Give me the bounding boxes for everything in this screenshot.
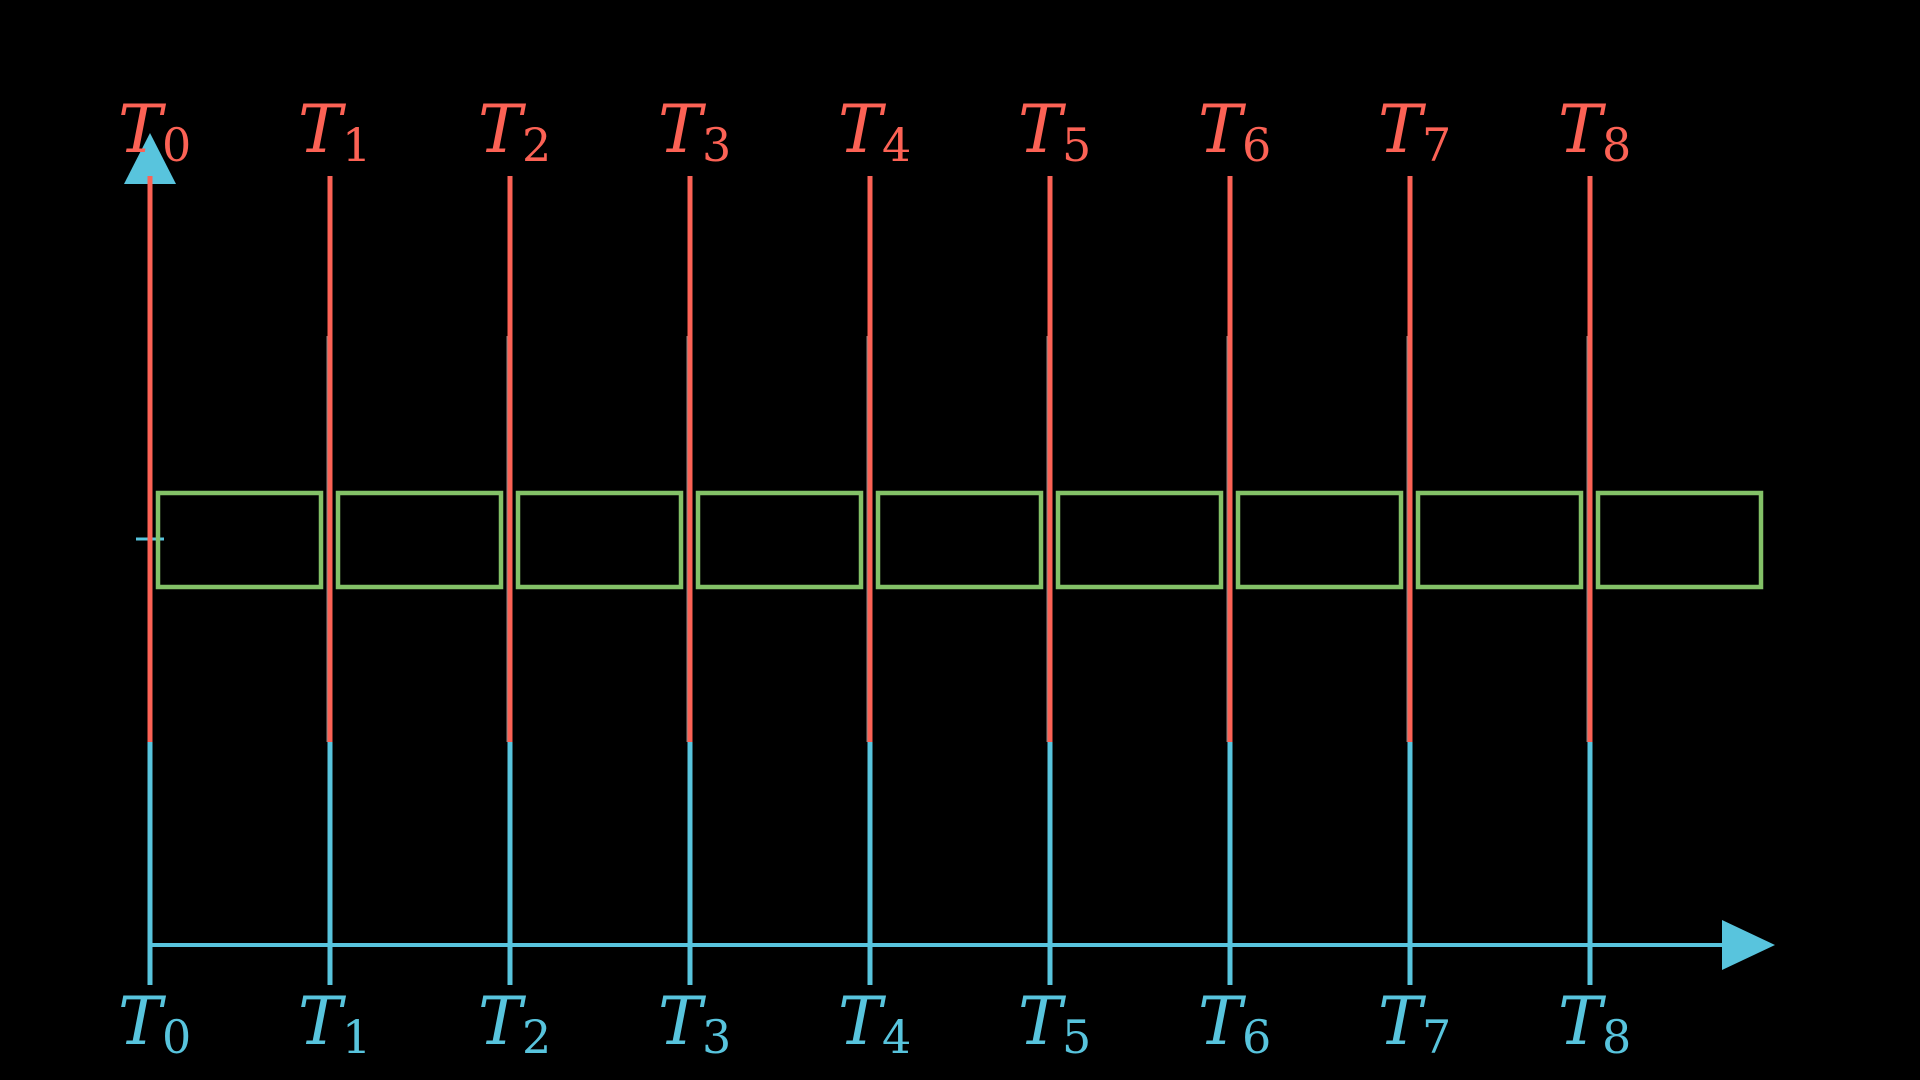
bottom-label-5: T5	[1018, 983, 1091, 1064]
x-axis-arrowhead	[1722, 920, 1775, 970]
top-label-1: T1	[298, 91, 371, 172]
top-label-2: T2	[478, 91, 551, 172]
interval-box-9	[1595, 490, 1764, 590]
bottom-label-4: T4	[838, 983, 911, 1064]
top-label-4: T4	[838, 91, 911, 172]
bottom-label-8: T8	[1558, 983, 1631, 1064]
interval-box-4	[695, 490, 864, 590]
bottom-label-0: T0	[118, 983, 191, 1064]
interval-box-6	[1055, 490, 1224, 590]
interval-box-7	[1235, 490, 1404, 590]
bottom-label-1: T1	[298, 983, 371, 1064]
top-label-5: T5	[1018, 91, 1091, 172]
interval-box-8	[1415, 490, 1584, 590]
bottom-label-2: T2	[478, 983, 551, 1064]
top-label-8: T8	[1558, 91, 1631, 172]
bottom-label-3: T3	[658, 983, 731, 1064]
interval-box-3	[515, 490, 684, 590]
interval-box-5	[875, 490, 1044, 590]
top-label-7: T7	[1378, 91, 1451, 172]
y-axis-arrowhead	[124, 133, 176, 184]
interval-box-2	[335, 490, 504, 590]
top-label-0: T0	[118, 91, 191, 172]
top-label-6: T6	[1198, 91, 1271, 172]
top-label-3: T3	[658, 91, 731, 172]
bottom-label-7: T7	[1378, 983, 1451, 1064]
interval-box-1	[155, 490, 324, 590]
bottom-label-6: T6	[1198, 983, 1271, 1064]
